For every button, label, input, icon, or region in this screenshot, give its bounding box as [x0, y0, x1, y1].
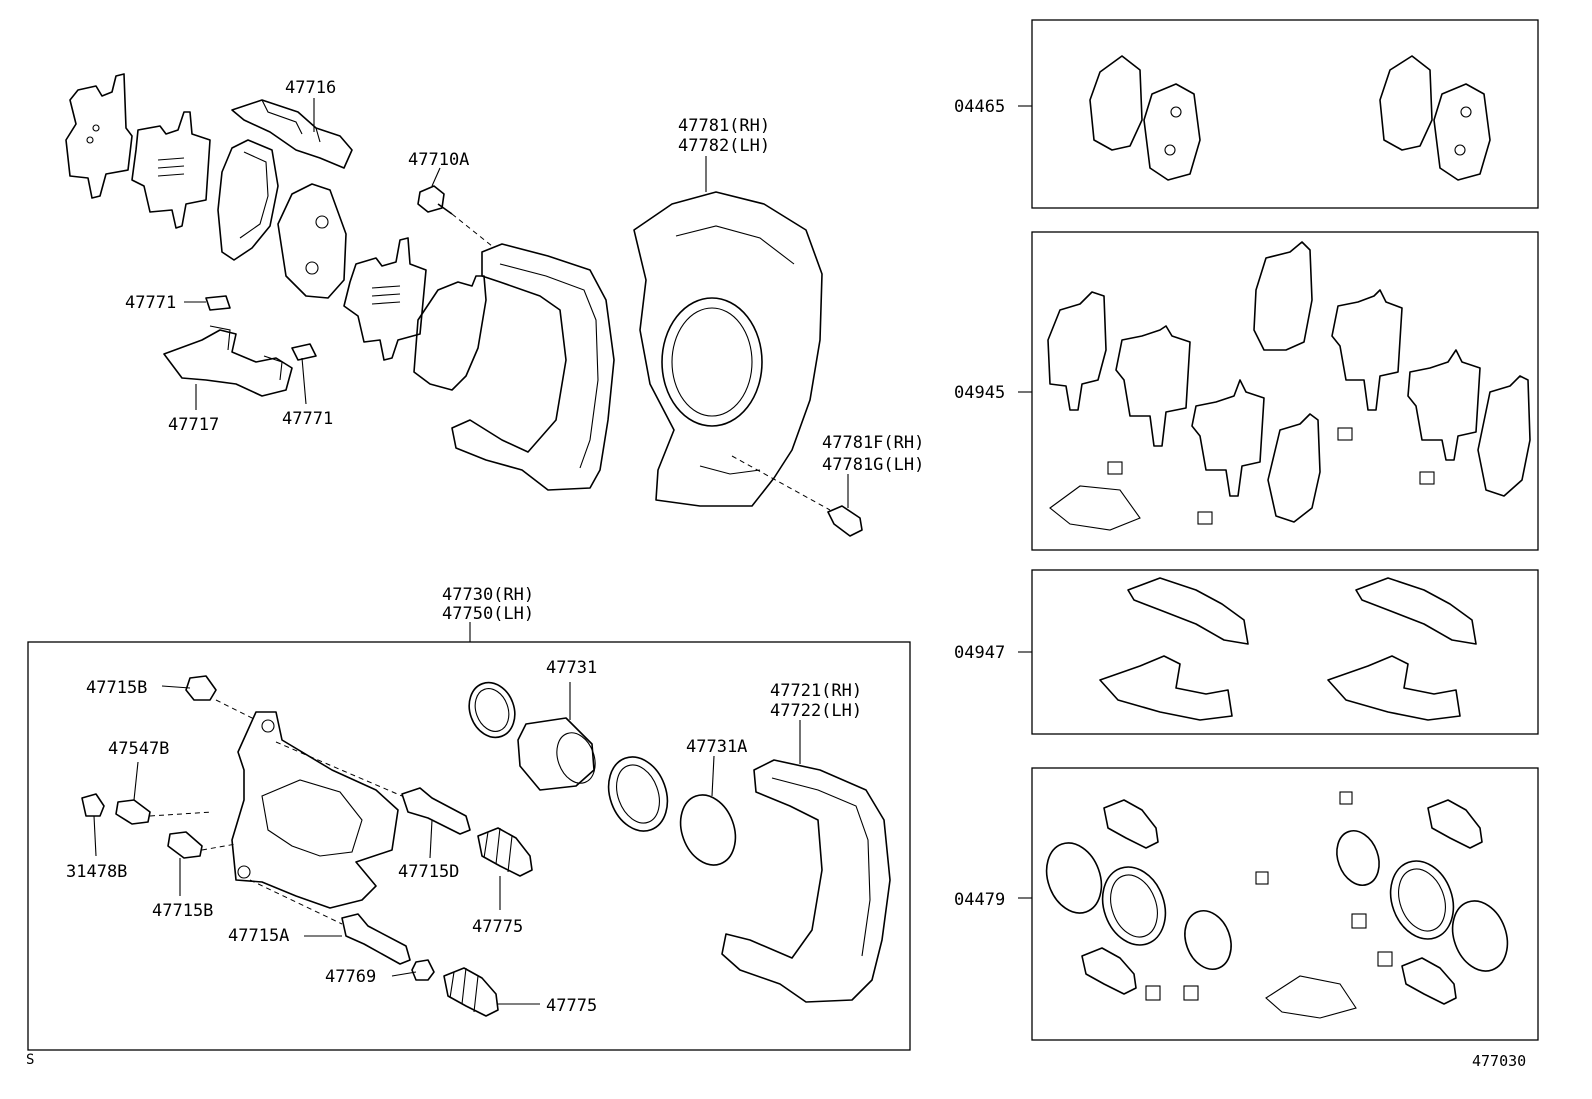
label-47782-lh: 47782(LH)	[678, 136, 770, 156]
boot-47775-b	[443, 967, 499, 1017]
kit-04945-shims	[1047, 241, 1531, 531]
leaders-upper	[184, 98, 849, 508]
label-47715A: 47715A	[228, 926, 289, 946]
label-47731: 47731	[546, 658, 597, 678]
label-04947: 04947	[954, 643, 1005, 663]
pad-shim-outer	[65, 73, 133, 199]
label-04465: 04465	[954, 97, 1005, 117]
diagram-number: 477030	[1472, 1052, 1526, 1070]
label-47715D: 47715D	[398, 862, 459, 882]
bolt-47710A-dash	[451, 213, 493, 247]
label-04945: 04945	[954, 383, 1005, 403]
bolt-47715B-b-dash	[201, 843, 237, 851]
disc-brake-dust-cover	[633, 191, 823, 507]
pad-shim-inner	[131, 111, 211, 229]
kit-box-04945	[1031, 231, 1539, 551]
caliper-piston-47731	[517, 717, 596, 791]
anti-squeal-shim	[343, 237, 427, 361]
bolt-47715B-a	[185, 675, 217, 701]
label-04479: 04479	[954, 890, 1005, 910]
kit-04947-support-plates	[1099, 577, 1477, 721]
label-47730-rh: 47730(RH)	[442, 585, 534, 605]
boot-47775-a	[477, 827, 533, 877]
label-31478B: 31478B	[66, 862, 127, 882]
caliper-assembly-box	[27, 641, 911, 1051]
pad-backing-plate	[413, 275, 487, 391]
label-47717: 47717	[168, 415, 219, 435]
label-47771-b: 47771	[282, 409, 333, 429]
caliper-body	[231, 711, 399, 909]
dust-cover-bolt-dash	[731, 455, 831, 511]
label-47775-b: 47775	[546, 996, 597, 1016]
label-47547B: 47547B	[108, 739, 169, 759]
label-47715B-b: 47715B	[152, 901, 213, 921]
kit-box-04947	[1031, 569, 1539, 735]
bolt-47715B-b	[167, 831, 203, 859]
label-47715B-a: 47715B	[86, 678, 147, 698]
piston-boot-seal	[607, 756, 669, 832]
label-47716: 47716	[285, 78, 336, 98]
label-47781-rh: 47781(RH)	[678, 116, 770, 136]
pad-support-plate-47717	[163, 325, 293, 397]
label-47750-lh: 47750(LH)	[442, 604, 534, 624]
label-47781G-lh: 47781G(LH)	[822, 455, 924, 475]
label-47775-a: 47775	[472, 917, 523, 937]
bleeder-dash	[149, 811, 213, 817]
set-ring-47731A	[679, 794, 737, 866]
caliper-cylinder-47721-47722	[721, 759, 891, 1003]
guide-pin-47715D-dash	[275, 741, 403, 797]
label-47731A: 47731A	[686, 737, 747, 757]
piston-seal-ring	[468, 681, 516, 739]
corner-mark: S	[26, 1052, 34, 1068]
guide-pin-47715D	[401, 787, 471, 835]
guide-pin-47715A-dash	[249, 879, 343, 925]
label-47722-lh: 47722(LH)	[770, 701, 862, 721]
bush-47769	[411, 959, 435, 981]
clip-47771-a	[205, 295, 231, 311]
brake-pad-outer	[217, 139, 279, 261]
leaders-caliper	[93, 682, 801, 1005]
kit-box-04479	[1031, 767, 1539, 1041]
label-47721-rh: 47721(RH)	[770, 681, 862, 701]
label-47781F-rh: 47781F(RH)	[822, 433, 924, 453]
kit-04479-seal-kit	[1045, 791, 1509, 1019]
guide-pin-47715A	[341, 913, 411, 965]
label-47769: 47769	[325, 967, 376, 987]
label-47710A: 47710A	[408, 150, 469, 170]
clip-47771-b	[291, 343, 317, 361]
bleeder-plug-47547B	[115, 799, 151, 825]
caliper-mounting-bracket	[451, 243, 615, 491]
kit-04465-pads	[1089, 55, 1491, 181]
bolt-47710A	[417, 185, 453, 215]
bolt-47781F-47781G	[827, 505, 863, 537]
pad-wear-indicator-47716	[231, 99, 353, 169]
brake-pad-inner	[277, 183, 347, 299]
bolt-47715B-a-dash	[215, 699, 257, 721]
label-47771-a: 47771	[125, 293, 176, 313]
bleeder-cap-31478B	[81, 793, 105, 817]
kit-box-04465	[1031, 19, 1539, 209]
